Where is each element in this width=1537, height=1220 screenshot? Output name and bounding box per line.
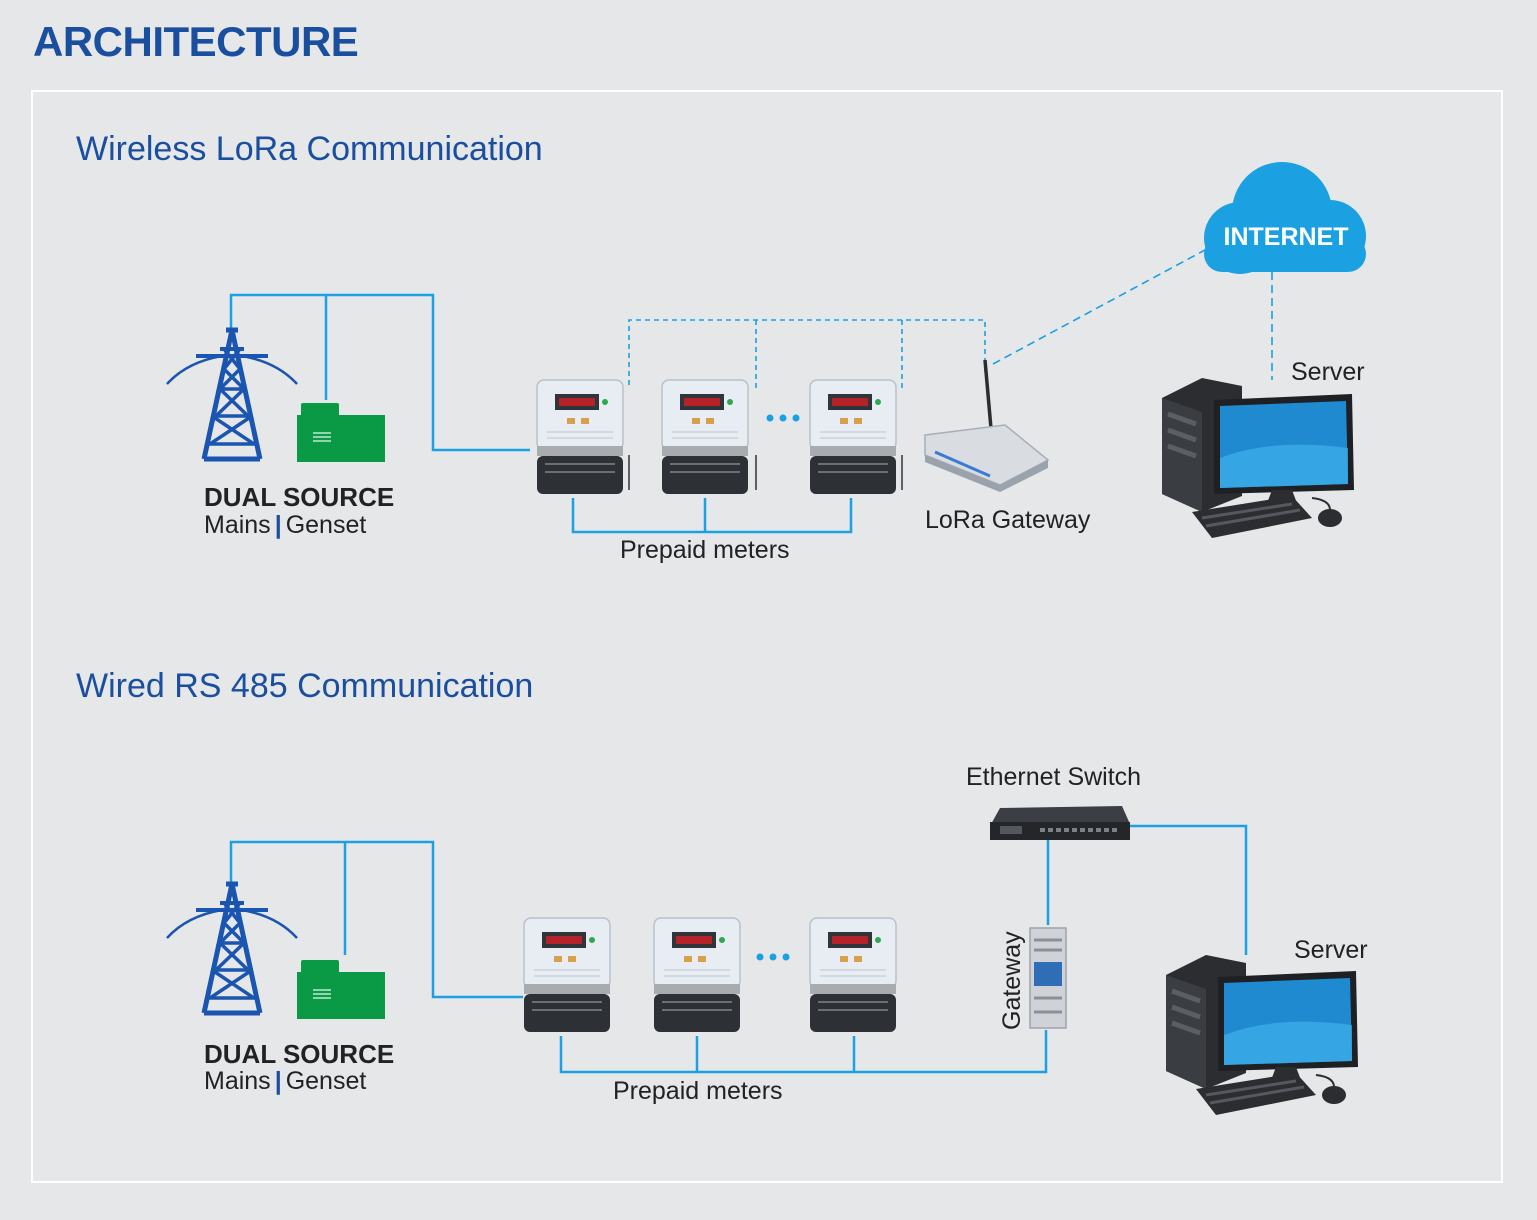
diagram-frame [31,90,1503,1183]
ellipsis-dots [766,414,800,422]
ethernet-switch-label: Ethernet Switch [966,763,1142,791]
server-label: Server [1294,936,1368,964]
section-title-wireless: Wireless LoRa Communication [76,130,543,168]
cloud-label: INTERNET [1224,223,1349,251]
server-computer-icon [1166,955,1358,1115]
generator-icon [296,402,386,463]
server-computer-icon [1162,378,1354,538]
prepaid-meter-icon [523,917,611,1033]
dual-source-subtitle: Mains|Genset [204,511,367,539]
din-gateway-icon [1029,927,1067,1029]
lora-gateway-label: LoRa Gateway [925,506,1091,534]
page-title: ARCHITECTURE [33,18,359,65]
prepaid-meter-icon [661,379,757,495]
prepaid-meter-icon [536,379,630,495]
prepaid-meter-icon [809,379,903,495]
prepaid-meters-label: Prepaid meters [620,536,790,564]
ellipsis-dots [756,953,790,961]
prepaid-meters-label: Prepaid meters [613,1077,783,1105]
gateway-label: Gateway [998,931,1026,1030]
prepaid-meter-icon [653,917,741,1033]
dual-source-subtitle: Mains|Genset [204,1067,367,1095]
genset-label: Genset [285,511,367,539]
mains-label: Mains [204,511,271,539]
lora-router-icon [924,359,1050,492]
section-title-wired: Wired RS 485 Communication [76,667,534,705]
prepaid-meter-icon [809,917,897,1033]
dual-source-title: DUAL SOURCE [204,482,395,512]
generator-icon [296,959,386,1020]
cloud-icon: INTERNET [1204,162,1366,274]
genset-label: Genset [285,1067,367,1095]
server-label: Server [1291,358,1365,386]
ethernet-switch-icon [990,806,1130,840]
transmission-tower-icon [167,330,297,459]
dual-source-title: DUAL SOURCE [204,1039,395,1069]
transmission-tower-icon [167,884,297,1013]
mains-label: Mains [204,1067,271,1095]
